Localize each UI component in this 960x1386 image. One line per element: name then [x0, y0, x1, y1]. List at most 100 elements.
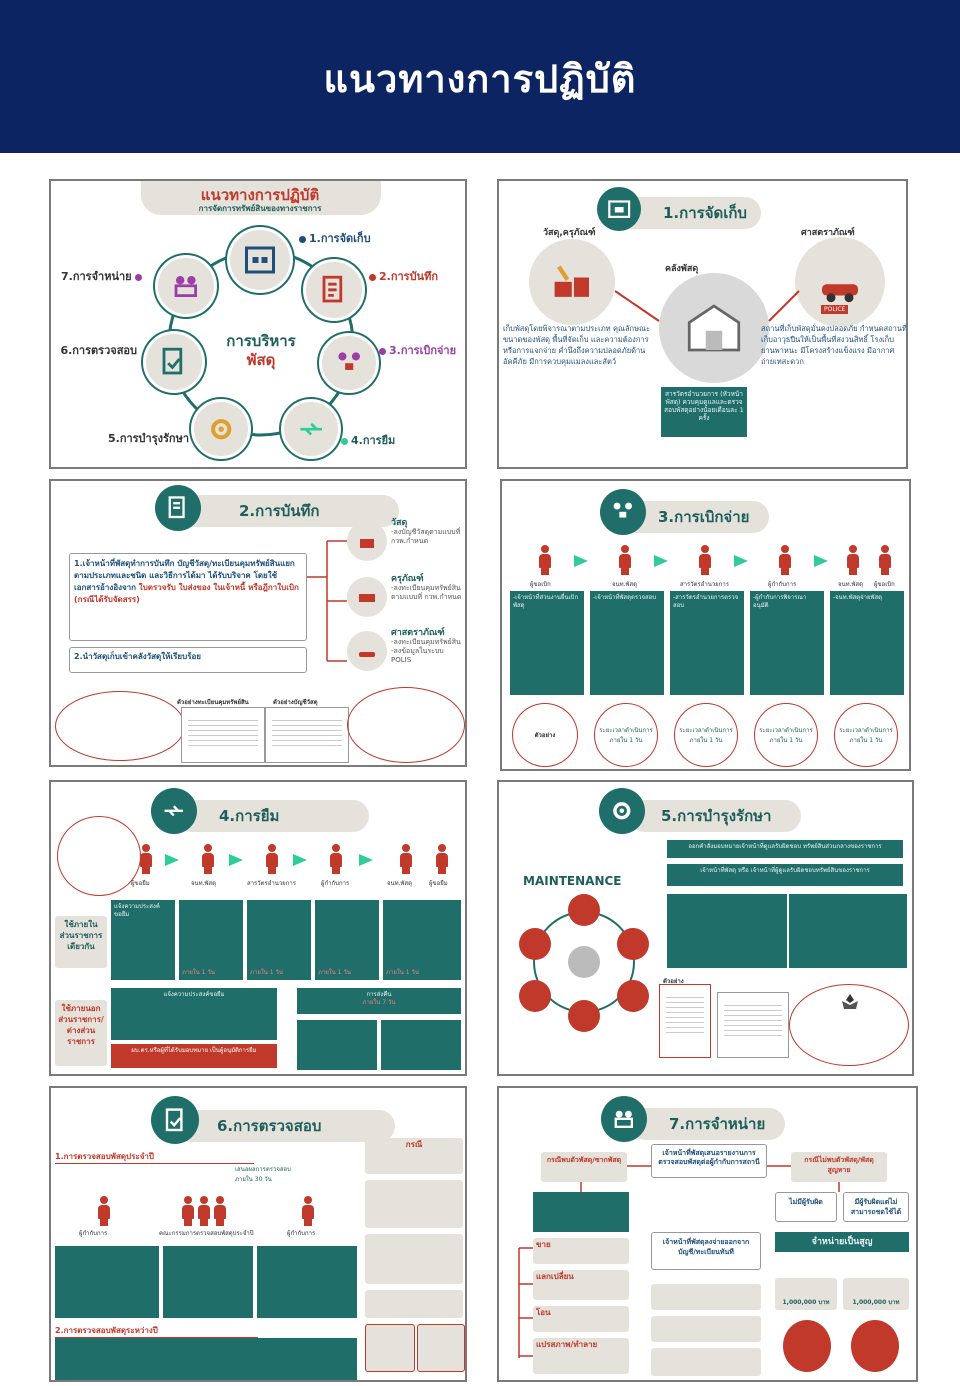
category-bracket [307, 540, 347, 662]
report-box: เจ้าหน้าที่พัสดุเสนอรายงานการตรวจสอบพัสด… [651, 1144, 767, 1178]
flow-arrow [165, 854, 179, 866]
case-detail-box [365, 1180, 463, 1228]
warehouse-label: คลังพัสดุ [665, 264, 699, 274]
order-doc-zoom [789, 984, 909, 1066]
return-condition-box [297, 1020, 377, 1070]
threshold-box: 1,000,000 บาท [843, 1278, 909, 1310]
recording-panel: 2.การบันทึก 1.เจ้าหน้าที่พัสดุทำการบันทึ… [49, 479, 467, 767]
step-2-label: 2.การบันทึก [369, 267, 438, 285]
weapons-icon [795, 237, 885, 327]
midyear-inspection-box [55, 1338, 357, 1380]
outside-agency-label: ใช้ภายนอกส่วนราชการ/ต่างส่วนราชการ [55, 1000, 107, 1066]
step-box: -เจ้าหน้าที่พัสดุตรวจสอบ [590, 591, 664, 695]
center-label-b: พัสดุ [246, 351, 276, 369]
method-box: แลกเปลี่ยน [533, 1270, 629, 1300]
flow-arrow [574, 555, 588, 567]
supervisor-box: สารวัตรอำนวยการ (หัวหน้าพัสดุ) ควบคุมดูแ… [661, 387, 747, 437]
user-duty-box [789, 894, 907, 968]
materials-ledger-sample [265, 707, 349, 763]
role-figure [213, 1196, 227, 1226]
materials-cat-icon [347, 521, 387, 561]
flow-arrow [229, 854, 243, 866]
liable-cannot-pay-box: มีผู้รับผิดแต่ไม่สามารถชดใช้ได้ [843, 1192, 909, 1222]
inspect-box [257, 1246, 357, 1318]
method-box: ขาย [533, 1238, 629, 1264]
role-figure [778, 545, 792, 575]
recording-title: 2.การบันทึก [175, 495, 400, 527]
storage-title-icon [597, 187, 641, 231]
write-off-record-box: เจ้าหน้าที่พัสดุลงจ่ายออกจากบัญชี/ทะเบีย… [651, 1232, 761, 1270]
borrowing-title-icon [151, 788, 197, 834]
page-title: แนวทางการปฏิบัติ [323, 57, 637, 101]
method-box: โอน [533, 1306, 629, 1332]
flow-arrow [654, 555, 668, 567]
role-label: ผู้กำกับการ [79, 1230, 108, 1237]
role-figure [265, 844, 279, 874]
sample-doc [659, 984, 711, 1058]
weapons-label: ศาสตราภัณฑ์ [801, 228, 855, 238]
equipment-cat: ครุภัณฑ์ -ลงทะเบียนคุมทรัพย์สินตามแบบที่… [391, 574, 462, 602]
role-label: ผู้ขอยืม [429, 880, 448, 887]
role-label: สารวัตรอำนวยการ [680, 581, 729, 588]
role-label: ผู้กำกับการ [768, 581, 797, 588]
role-figure [399, 844, 413, 874]
borrow-step-box: ภายใน 1 วัน [383, 900, 461, 980]
maintenance-icon [191, 399, 251, 459]
maintenance-panel: 5.การบำรุงรักษา ออกคำสั่งมอบหมายเจ้าหน้า… [497, 780, 914, 1076]
assign-order-box: ออกคำสั่งมอบหมายเจ้าหน้าที่ดูแลรับผิดชอบ… [667, 840, 903, 858]
duration-ring: ระยะเวลาดำเนินการภายใน 1 วัน [834, 703, 898, 767]
borrow-step-box: ภายใน 1 วัน [179, 900, 243, 980]
overview-panel: แนวทางการปฏิบัติ การจัดการทรัพย์สินของทา… [49, 179, 467, 469]
role-label: จนท.พัสดุ [612, 581, 637, 588]
role-figure [538, 545, 552, 575]
equipment-cat-icon [347, 577, 387, 617]
threshold-box: 1,000,000 บาท [775, 1278, 837, 1310]
role-figure [301, 1196, 315, 1226]
annual-inspection-heading: 1.การตรวจสอบพัสดุประจำปี [55, 1150, 254, 1164]
step-box: -ผู้กำกับการพิจารณาอนุมัติ [750, 591, 824, 695]
role-label: ผู้ขอยืม [131, 880, 150, 887]
borrowing-panel: 4.การยืม ผู้ขอยืม จนท.พัสดุ สารวัตรอำนวย… [49, 780, 467, 1076]
police-text: POLICE [821, 305, 849, 314]
inspect-icon [143, 331, 205, 393]
step-7-label: 7.การจำหน่าย [61, 267, 145, 285]
borrow-step-box: ภายใน 1 วัน [247, 900, 311, 980]
role-figure [846, 545, 860, 575]
role-figure [139, 844, 153, 874]
timeline-box [651, 1284, 761, 1310]
case-result-box [365, 1324, 415, 1372]
case-found-box: กรณีพบตัวพัสดุ/ซากพัสดุ [541, 1152, 627, 1182]
disbursement-panel: 3.การเบิกจ่าย ผู้ขอเบิก จนท.พัสดุ สารวัต… [500, 479, 911, 771]
borrow-form-zoom [57, 816, 141, 896]
role-label: จนท.พัสดุ [387, 880, 412, 887]
role-figure [197, 1196, 211, 1226]
role-label: จนท.พัสดุ [191, 880, 216, 887]
case-detail-box [365, 1234, 463, 1284]
inspect-box [55, 1246, 159, 1318]
borrow-step-box: ภายใน 1 วัน [315, 900, 379, 980]
flow-arrow [293, 854, 307, 866]
garuda-emblem-icon [842, 994, 858, 1009]
role-figure [181, 1196, 195, 1226]
report-deadline-note: เสนอผลการตรวจสอบภายใน 30 วัน [235, 1166, 291, 1183]
step-3-label: 3.การเบิกจ่าย [379, 341, 456, 359]
midyear-inspection-heading: 2.การตรวจสอบพัสดุระหว่างปี [55, 1324, 258, 1338]
disburse-icon [319, 333, 379, 393]
asset-register-sample [181, 707, 265, 763]
storage-panel: 1.การจัดเก็บ วัสดุ,ครุภัณฑ์ คลังพัสดุ ศา… [497, 179, 908, 469]
role-label: ผู้กำกับการ [321, 880, 350, 887]
case-not-found-box: กรณีไม่พบตัวพัสดุ/พัสดุสูญหาย [791, 1152, 887, 1182]
step-4-label: 4.การยืม [341, 431, 395, 449]
role-label: คณะกรรมการตรวจสอบพัสดุประจำปี [159, 1230, 254, 1237]
no-liable-box: ไม่มีผู้รับผิด [775, 1192, 837, 1222]
dispose-icon [155, 255, 217, 317]
step-box: -สารวัตรอำนวยการตรวจสอบ [670, 591, 744, 695]
maintenance-cycle [519, 894, 649, 1032]
disposal-title-icon [601, 1096, 647, 1142]
borrow-icon [281, 399, 341, 459]
approver-circle [783, 1320, 831, 1372]
disposal-title: 7.การจำหน่าย [629, 1108, 786, 1140]
doc-zoom-left [55, 691, 185, 761]
officer-duty-box [667, 894, 787, 968]
warehouse-icon [659, 273, 769, 383]
